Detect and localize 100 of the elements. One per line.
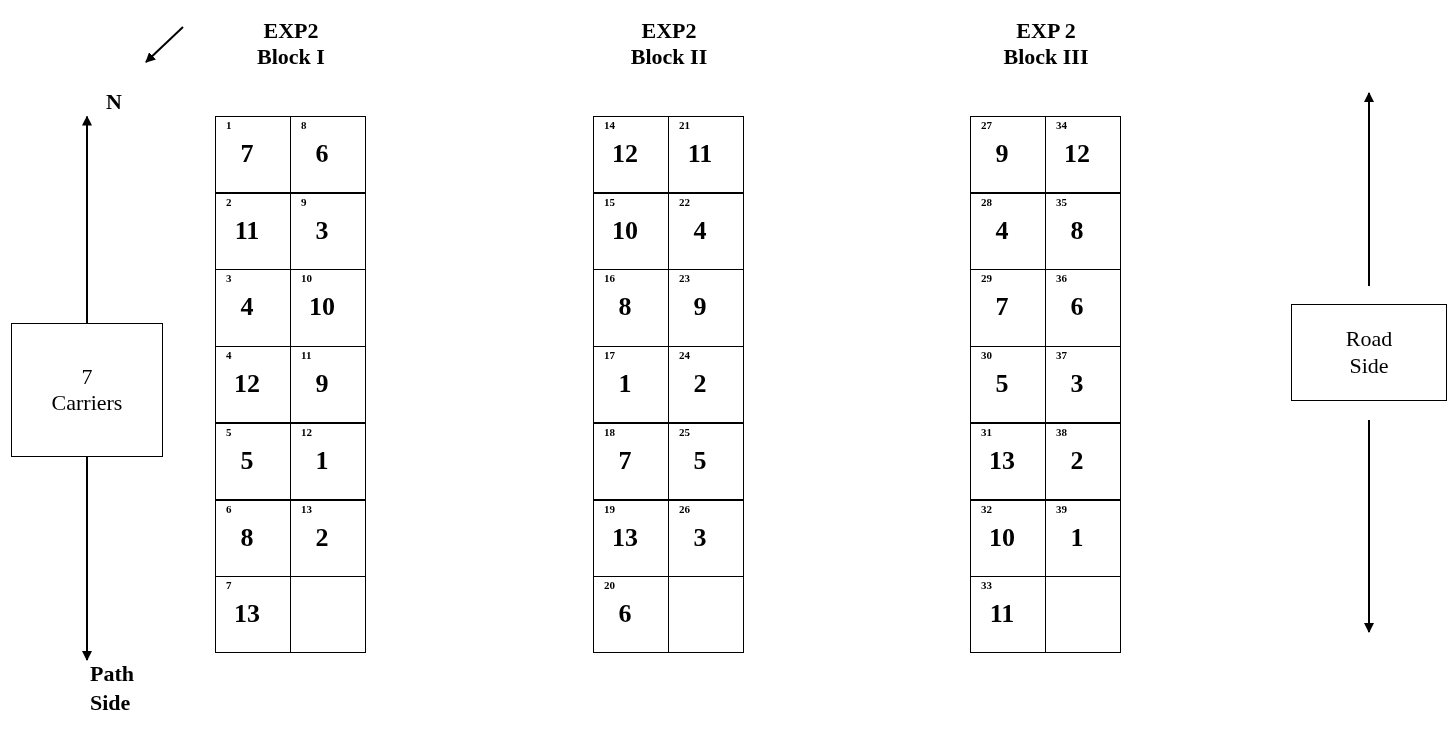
plot-cell [970, 499, 1046, 577]
treatment-number: 5 [994, 369, 1010, 400]
treatment-number: 4 [692, 215, 708, 246]
treatment-number: 9 [314, 369, 330, 400]
treatment-number: 11 [686, 139, 714, 169]
plot-number: 22 [679, 195, 690, 208]
arrow [1364, 419, 1374, 633]
plot-cell [215, 116, 291, 194]
treatment-number: 6 [1069, 292, 1085, 323]
treatment-number: 8 [617, 292, 633, 323]
plot-cell [970, 116, 1046, 194]
plot-cell [593, 346, 669, 424]
arrow [1364, 92, 1374, 287]
treatment-number: 7 [994, 292, 1010, 323]
plot-number: 5 [226, 425, 232, 438]
treatment-number: 2 [692, 369, 708, 400]
plot-number: 9 [301, 195, 307, 208]
plot-cell [593, 576, 669, 654]
plot-number: 16 [604, 272, 615, 285]
direction-label: Path Side [90, 660, 150, 718]
plot-number: 26 [679, 502, 690, 515]
plot-cell [1045, 192, 1121, 270]
plot-number: 24 [679, 349, 690, 362]
plot-number: 17 [604, 349, 615, 362]
plot-number: 4 [226, 349, 232, 362]
treatment-number: 4 [239, 292, 255, 323]
treatment-number: 2 [314, 522, 330, 553]
plot-number: 20 [604, 579, 615, 592]
treatment-number: 12 [611, 139, 639, 169]
plot-number: 7 [226, 579, 232, 592]
treatment-number: 10 [611, 215, 639, 246]
treatment-number: 7 [239, 139, 255, 169]
plot-cell [1045, 116, 1121, 194]
plot-number: 18 [604, 425, 615, 438]
plot-cell [970, 576, 1046, 654]
box-label: Road Side [1344, 326, 1394, 379]
plot-number: 35 [1056, 195, 1067, 208]
plot-number: 33 [981, 579, 992, 592]
plot-cell [970, 346, 1046, 424]
treatment-number: 13 [611, 522, 639, 553]
plot-number: 37 [1056, 349, 1067, 362]
treatment-number: 7 [617, 445, 633, 476]
arrow [82, 115, 92, 324]
plot-number: 23 [679, 272, 690, 285]
plot-cell [290, 192, 366, 270]
plot-number: 3 [226, 272, 232, 285]
plot-cell [593, 116, 669, 194]
plot-cell [668, 346, 744, 424]
plot-cell [593, 422, 669, 500]
plot-number: 39 [1056, 502, 1067, 515]
treatment-number: 3 [692, 522, 708, 553]
plot-cell [215, 576, 291, 654]
plot-cell [290, 346, 366, 424]
treatment-number: 5 [692, 445, 708, 476]
treatment-number: 6 [617, 599, 633, 630]
treatment-number: 13 [233, 599, 261, 630]
treatment-number: 3 [314, 215, 330, 246]
plot-cell [215, 499, 291, 577]
treatment-number: 10 [988, 522, 1016, 553]
plot-number: 25 [679, 425, 690, 438]
plot-cell [290, 422, 366, 500]
plot-number: 27 [981, 119, 992, 131]
treatment-number: 12 [233, 369, 261, 400]
plot-cell [290, 116, 366, 194]
treatment-number: 10 [308, 292, 336, 323]
treatment-number: 4 [994, 215, 1010, 246]
plot-number: 36 [1056, 272, 1067, 285]
plot-number: 30 [981, 349, 992, 362]
label-box [11, 323, 163, 457]
treatment-number: 8 [1069, 215, 1085, 246]
plot-number: 6 [226, 502, 232, 515]
treatment-number: 1 [1069, 522, 1085, 553]
plot-number: 32 [981, 502, 992, 515]
plot-number: 14 [604, 119, 615, 131]
treatment-number: 5 [239, 445, 255, 476]
label-box [1291, 304, 1447, 401]
plot-cell [668, 422, 744, 500]
plot-number: 2 [226, 195, 232, 208]
plot-number: 19 [604, 502, 615, 515]
plot-number: 28 [981, 195, 992, 208]
treatment-number: 1 [617, 369, 633, 400]
treatment-number: 9 [994, 139, 1010, 169]
treatment-number: 2 [1069, 445, 1085, 476]
plot-cell [668, 116, 744, 194]
plot-cell [593, 499, 669, 577]
treatment-number: 1 [314, 445, 330, 476]
plot-number: 31 [981, 425, 992, 438]
plot-cell [290, 499, 366, 577]
plot-number: 8 [301, 119, 307, 131]
plot-cell [1045, 346, 1121, 424]
treatment-number: 11 [988, 599, 1016, 630]
plot-number: 21 [679, 119, 690, 131]
block-heading: EXP2 Block I [256, 18, 326, 71]
plot-number: 15 [604, 195, 615, 208]
plot-number: 11 [301, 349, 312, 362]
plot-number: 38 [1056, 425, 1067, 438]
treatment-number: 12 [1063, 139, 1091, 169]
plot-number: 13 [301, 502, 312, 515]
plot-cell [215, 192, 291, 270]
block-heading: EXP 2 Block III [1002, 18, 1090, 71]
